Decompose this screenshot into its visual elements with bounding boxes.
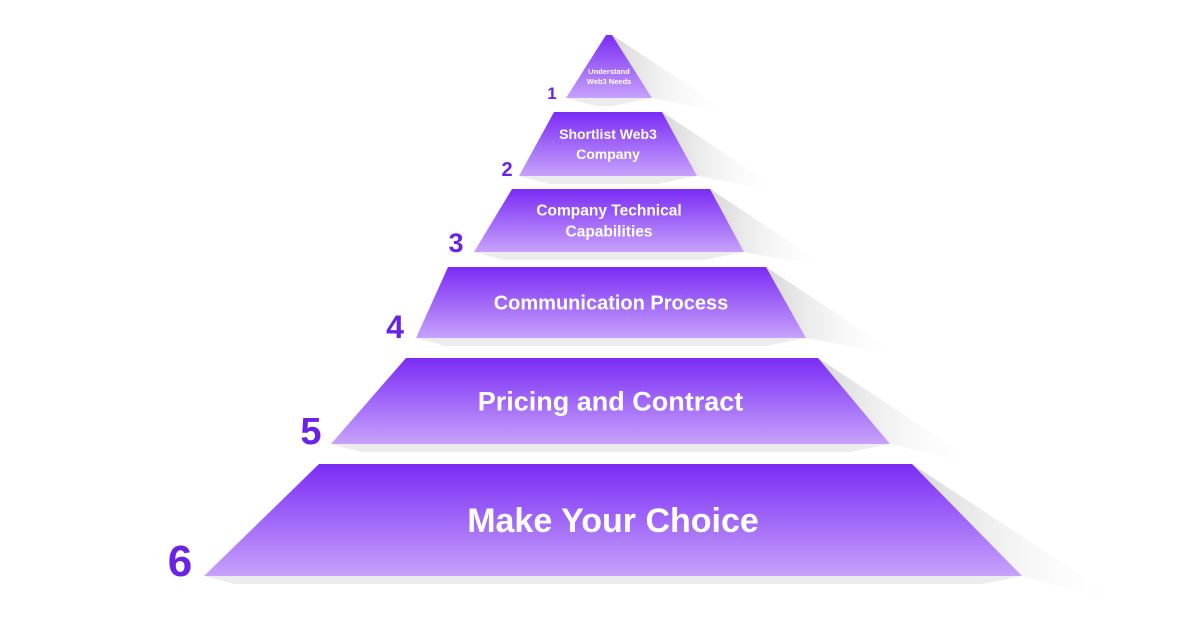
tier-3-shadow [710, 189, 830, 268]
tier-2-shape [519, 112, 697, 176]
tier-4-label: Communication Process [494, 293, 729, 315]
tier-4-shape [416, 267, 806, 338]
tier-3-under-shadow [474, 252, 744, 260]
tier-1-label-line: Understand [588, 67, 630, 76]
tier-4-shadow [766, 267, 901, 356]
tier-3-shape [474, 189, 744, 252]
tier-5-label: Pricing and Contract [478, 386, 744, 416]
tier-5-label-line: Pricing and Contract [478, 386, 744, 416]
tier-3-label-line: Company Technical [536, 202, 681, 219]
tier-6-label: Make Your Choice [467, 502, 759, 540]
tier-shadows [204, 35, 1125, 604]
tier-1-shape [566, 35, 652, 98]
tier-5-under-shadow [331, 444, 890, 452]
tier-6-number: 6 [168, 537, 192, 586]
tier-6-under-shadow [204, 576, 1022, 584]
tier-4-label-line: Communication Process [494, 293, 729, 315]
tier-2-shadow [662, 112, 784, 192]
tier-2-under-shadow [519, 176, 697, 184]
tier-6-label-line: Make Your Choice [467, 502, 759, 540]
tier-4-under-shadow [416, 338, 806, 346]
tier-1-label-line: Web3 Needs [587, 77, 631, 86]
tier-3-number: 3 [448, 228, 463, 258]
tier-5-shadow [818, 358, 982, 466]
tier-5-shape [331, 358, 890, 444]
tier-1-under-shadow [566, 98, 652, 106]
tier-6-shadow [912, 464, 1125, 604]
tier-5-number: 5 [300, 411, 321, 453]
tier-3-label-line: Capabilities [566, 223, 653, 240]
tier-2-label-line: Shortlist Web3 [559, 126, 657, 142]
tier-2-number: 2 [501, 159, 512, 181]
tier-4-number: 4 [386, 309, 404, 345]
tier-6-shape [204, 464, 1022, 576]
tier-2-label-line: Company [576, 146, 640, 162]
tier-1-number: 1 [547, 84, 556, 103]
tier-1-shadow [612, 35, 732, 114]
